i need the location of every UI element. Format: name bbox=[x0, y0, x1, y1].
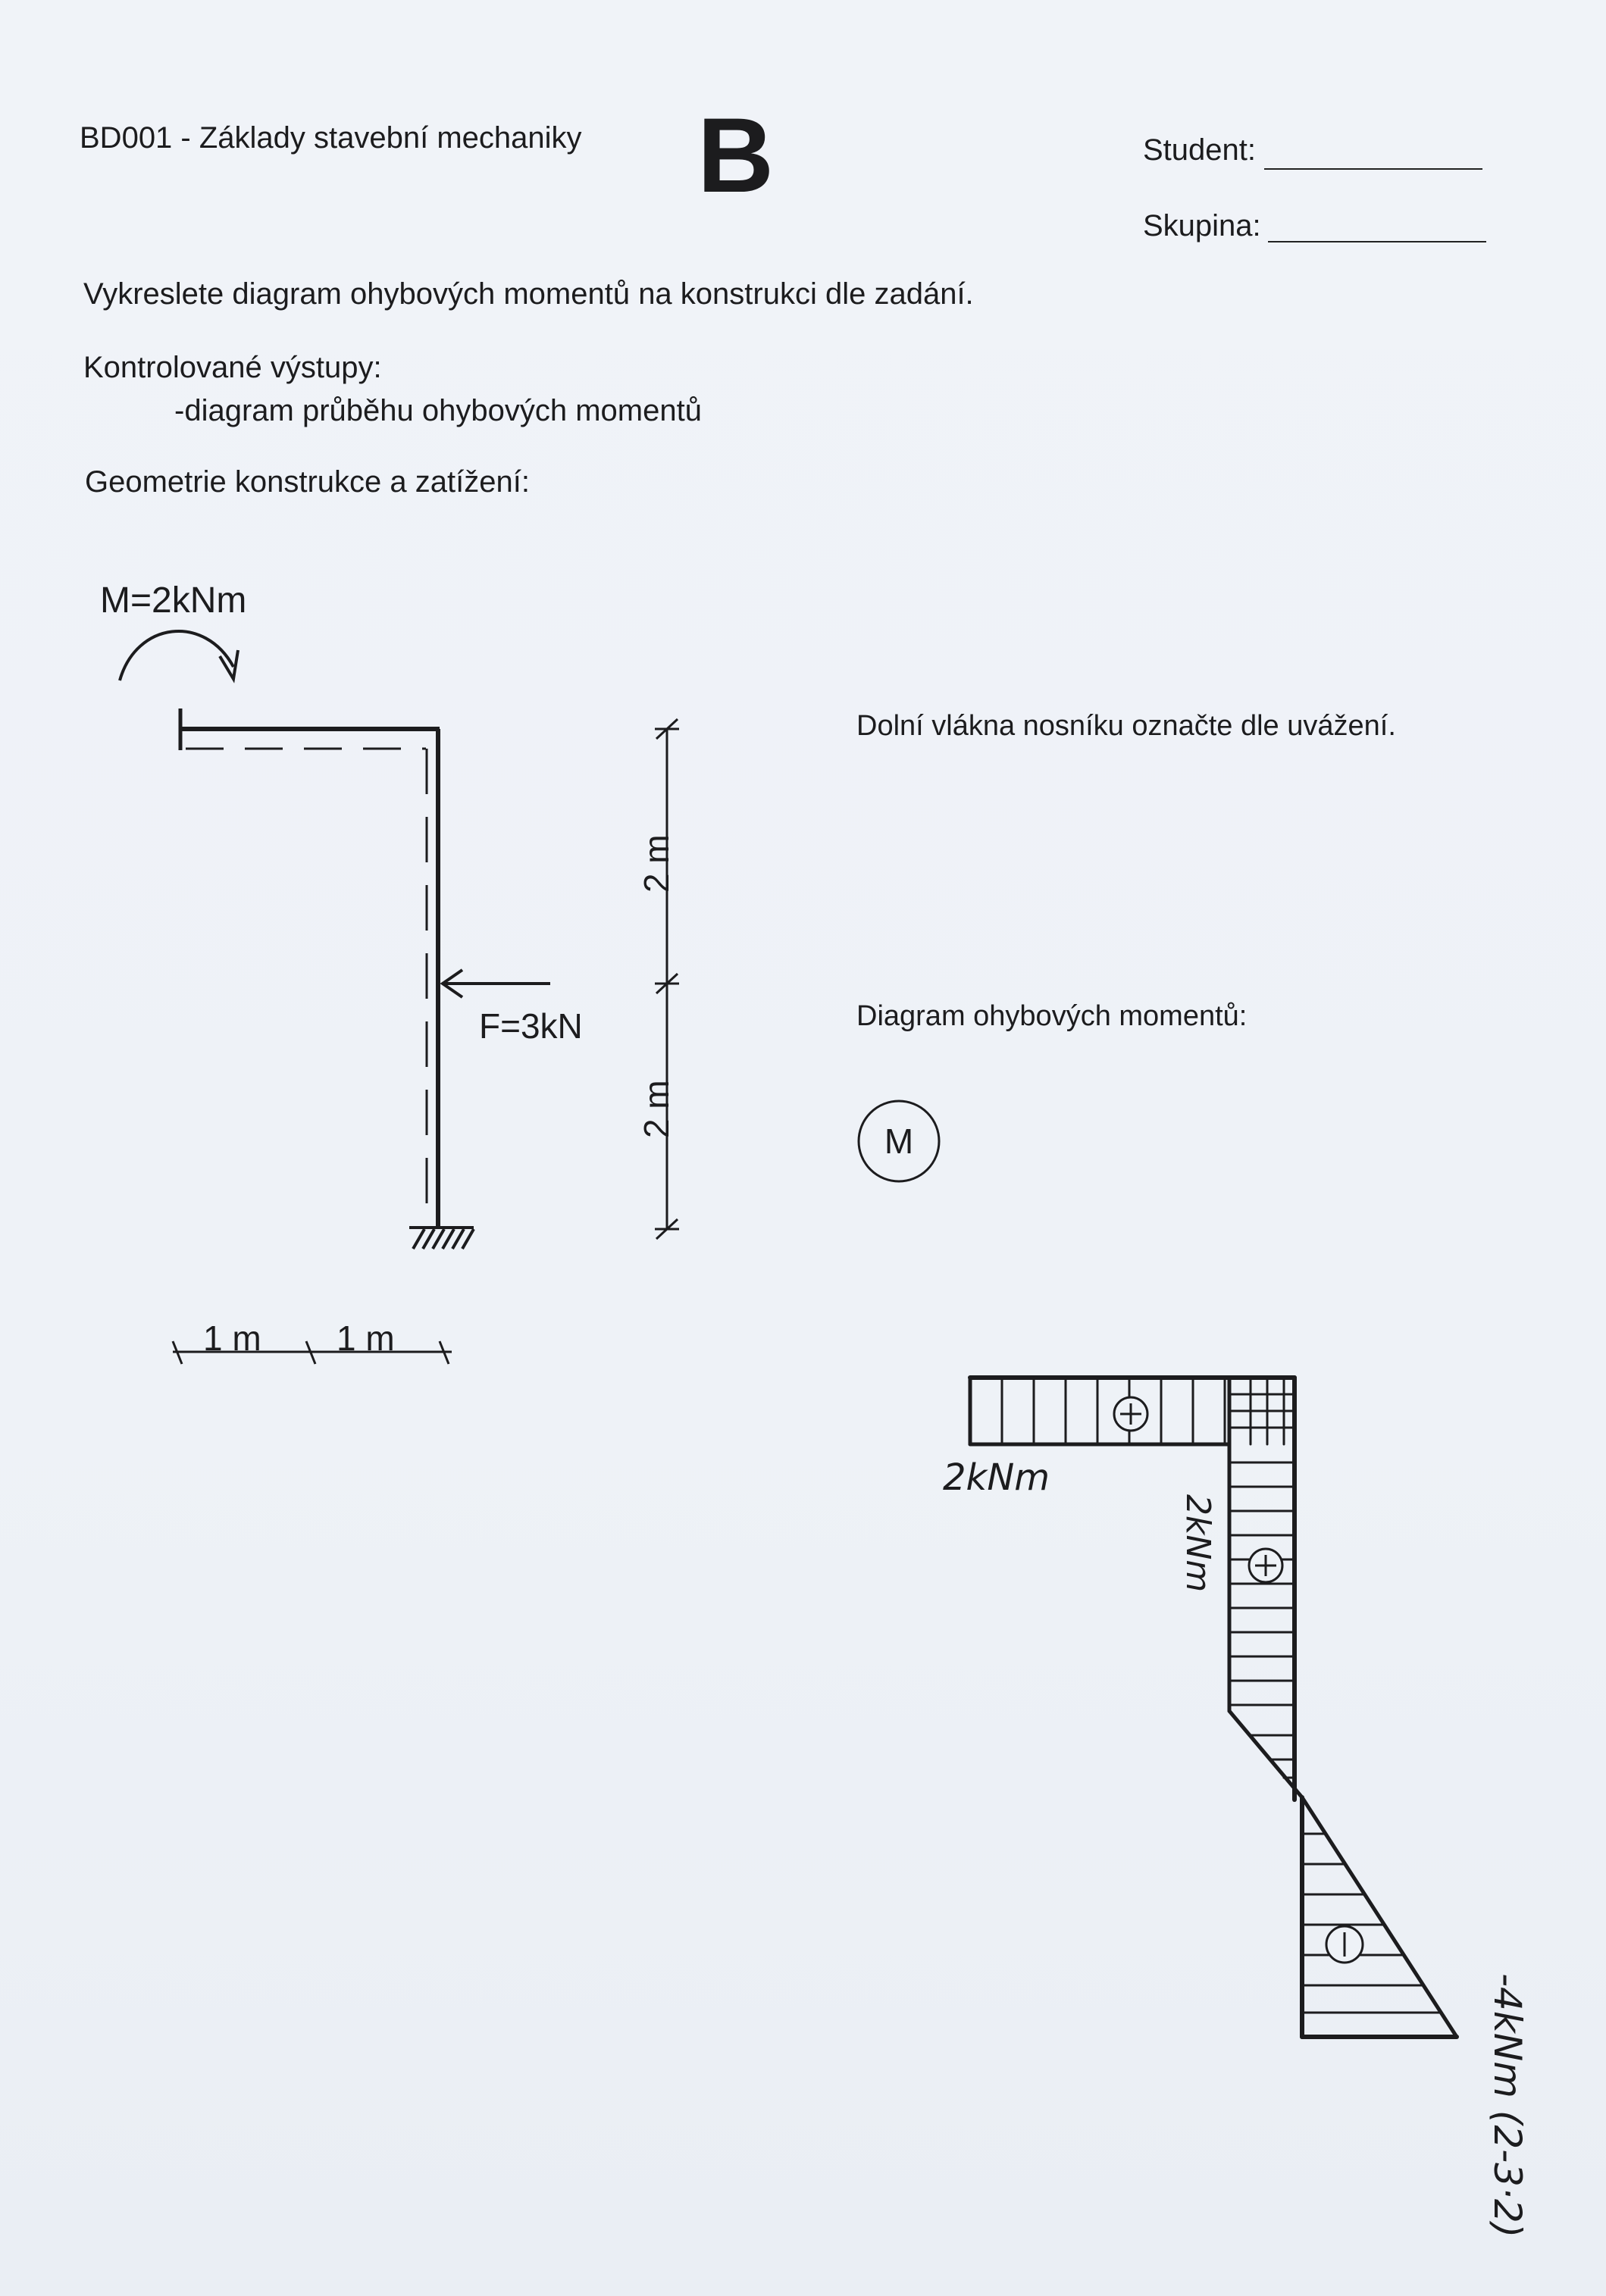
dim-lower-label: 2 m bbox=[637, 1080, 676, 1138]
moment-arrow-icon bbox=[118, 630, 239, 683]
moment-symbol-circle bbox=[857, 1100, 941, 1183]
task-instruction: Vykreslete diagram ohybových momentů na … bbox=[83, 277, 974, 311]
base-moment-value: -4kNm (2-3·2) bbox=[1485, 1973, 1529, 2238]
outputs-heading: Kontrolované výstupy: bbox=[83, 351, 382, 384]
fibers-note: Dolní vlákna nosníku označte dle uvážení… bbox=[856, 710, 1396, 742]
outputs-item: -diagram průběhu ohybových momentů bbox=[174, 394, 702, 427]
horizontal-dimension bbox=[171, 1340, 452, 1365]
column-top-moment-value: 2kNm bbox=[1179, 1494, 1217, 1592]
moment-symbol: M bbox=[884, 1121, 913, 1161]
moment-label: M=2kNm bbox=[100, 580, 246, 621]
fixed-support bbox=[409, 1226, 475, 1250]
plus-sign-icon bbox=[1113, 1396, 1149, 1432]
dim-right-label: 1 m bbox=[337, 1318, 395, 1358]
minus-sign-icon bbox=[1325, 1925, 1364, 1964]
course-title: BD001 - Základy stavební mechaniky bbox=[80, 121, 582, 155]
plus-sign-icon bbox=[1248, 1547, 1284, 1584]
force-arrow-icon bbox=[440, 968, 550, 999]
vertical-dimension bbox=[655, 718, 679, 1240]
dim-left-label: 1 m bbox=[203, 1318, 261, 1358]
frame-structure bbox=[178, 709, 440, 1228]
variant-letter: B bbox=[697, 95, 775, 214]
beam-moment-value: 2kNm bbox=[943, 1456, 1050, 1499]
group-label: Skupina: bbox=[1143, 209, 1261, 242]
geometry-heading: Geometrie konstrukce a zatížení: bbox=[85, 465, 530, 499]
student-field[interactable] bbox=[1264, 168, 1482, 170]
force-label: F=3kN bbox=[479, 1006, 583, 1046]
diagram-label: Diagram ohybových momentů: bbox=[856, 1000, 1248, 1032]
student-label: Student: bbox=[1143, 133, 1257, 167]
dim-upper-label: 2 m bbox=[637, 834, 676, 893]
group-field[interactable] bbox=[1268, 241, 1486, 242]
